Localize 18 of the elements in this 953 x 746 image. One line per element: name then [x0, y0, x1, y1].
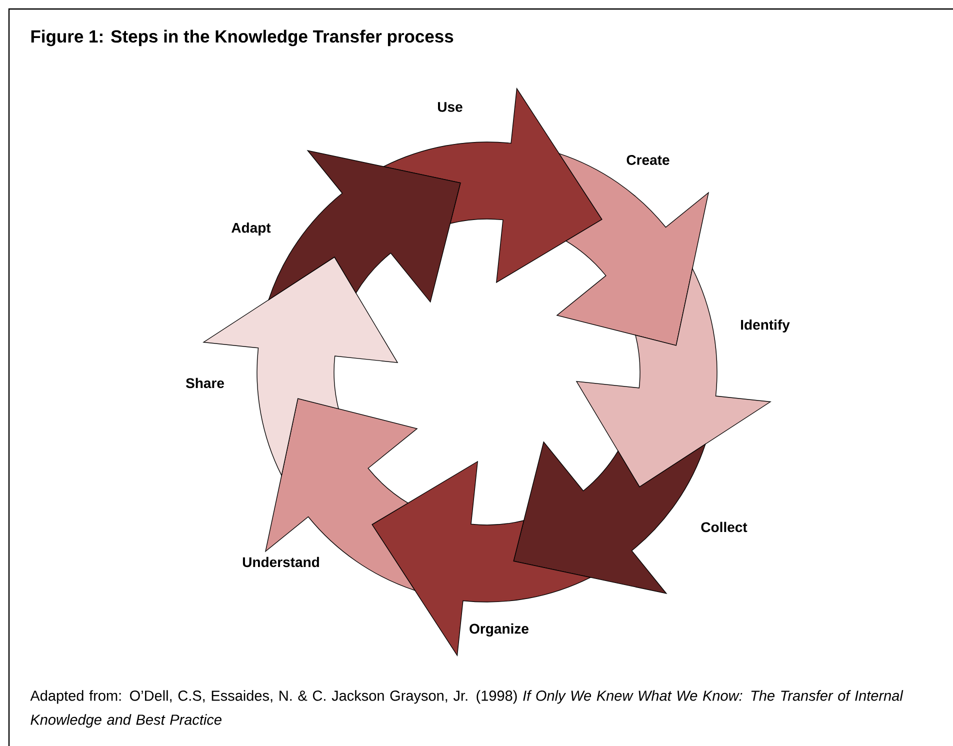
step-label: Create: [626, 155, 670, 165]
step-label: Share: [186, 378, 224, 388]
step-label: Collect: [701, 522, 748, 532]
source-caption: Adapted from: O’Dell, C.S, Essaides, N. & C. Jackson Grayson, Jr. (1998) If Only We Knew What We Know: The Transfer of Internal Knowledge and Best Practice: [30, 690, 904, 728]
step-label: Identify: [741, 319, 790, 332]
step-label: Organize: [470, 623, 528, 637]
step-label: Adapt: [232, 222, 271, 236]
cycle-arrow: [265, 398, 418, 591]
cycle-arrow: [556, 153, 709, 346]
cycle-arrow: [268, 150, 461, 302]
step-label: Use: [438, 102, 462, 112]
cycle-arrow: [513, 442, 706, 594]
step-label: Understand: [242, 556, 319, 568]
cycle-arrow: [203, 256, 398, 476]
cycle-arrow: [576, 268, 771, 488]
figure-title: Figure 1: Steps in the Knowledge Transfer process: [31, 30, 454, 46]
cycle-arrow: [383, 88, 602, 283]
cycle-arrow: [372, 461, 591, 656]
